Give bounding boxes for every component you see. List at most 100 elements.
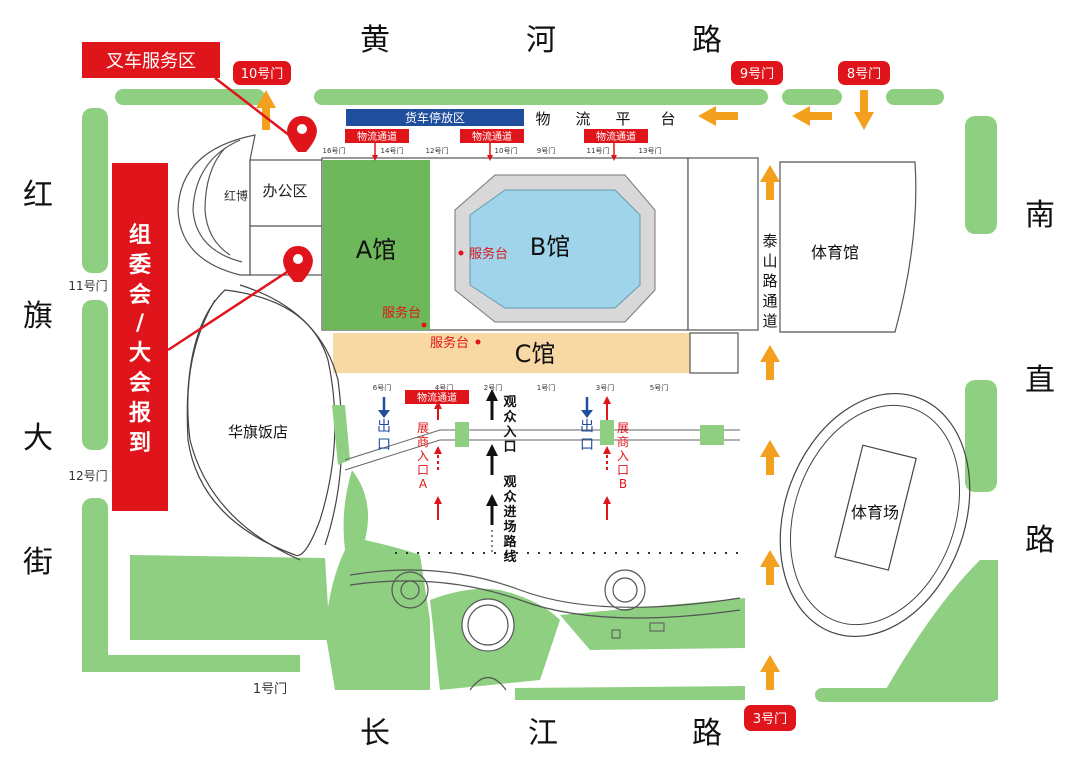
hall-c[interactable] bbox=[333, 333, 690, 373]
hall-b[interactable] bbox=[454, 174, 656, 323]
registration-char-5: 大 bbox=[129, 341, 151, 366]
visitor-route-char-6: 线 bbox=[503, 549, 516, 565]
gate-1-label: 1号门 bbox=[253, 682, 287, 697]
service-dot bbox=[458, 250, 464, 256]
gate-3-label: 3号门 bbox=[753, 712, 787, 727]
door-16: 16号门 bbox=[323, 146, 346, 155]
west-road-char-2: 旗 bbox=[23, 299, 53, 334]
orange-arrows bbox=[256, 90, 874, 690]
taishan-char-4: 通 bbox=[762, 292, 777, 310]
channel-label-3: 物流通道 bbox=[596, 130, 636, 143]
logistics-channel-south bbox=[405, 390, 469, 404]
visitor-entry-char-1: 观 bbox=[503, 395, 516, 410]
service-desk-c: 服务台 bbox=[430, 335, 469, 351]
hongbo-building bbox=[177, 134, 323, 276]
door-6: 6号门 bbox=[373, 383, 391, 392]
door-5: 5号门 bbox=[650, 383, 668, 392]
registration-char-3: 会 bbox=[129, 282, 151, 308]
door-13: 13号门 bbox=[639, 146, 662, 155]
visitor-entry-char-3: 入 bbox=[503, 425, 516, 440]
channel-label-4: 物流通道 bbox=[417, 391, 457, 404]
taishan-channel-block bbox=[687, 157, 759, 331]
south-road-char-1: 长 bbox=[360, 716, 390, 751]
forklift-label: 叉车服务区 bbox=[106, 51, 196, 72]
platform-char-4: 台 bbox=[660, 110, 675, 128]
service-desk-b: 服务台 bbox=[469, 246, 508, 262]
gate-10-label: 10号门 bbox=[241, 67, 284, 82]
gate-11-label: 11号门 bbox=[68, 278, 107, 293]
truck-parking-area[interactable] bbox=[346, 109, 524, 126]
registration-char-6: 会 bbox=[129, 370, 151, 396]
channel-label-1: 物流通道 bbox=[357, 130, 397, 143]
channel-label-2: 物流通道 bbox=[472, 130, 512, 143]
exhibitor-a-char-2: 商 bbox=[417, 434, 429, 449]
registration-char-4: / bbox=[136, 311, 145, 336]
exhibitor-b-char-3: 入 bbox=[617, 449, 629, 463]
truck-parking-label: 货车停放区 bbox=[405, 110, 465, 125]
door-9: 9号门 bbox=[537, 146, 555, 155]
exit-right-char-2: 口 bbox=[580, 437, 594, 453]
door-4: 4号门 bbox=[435, 383, 453, 392]
gate-9-badge[interactable] bbox=[731, 61, 783, 85]
park bbox=[349, 569, 741, 691]
gate-8-badge[interactable] bbox=[838, 61, 890, 85]
visitor-route-char-3: 进 bbox=[503, 505, 516, 520]
north-road-char-1: 黄 bbox=[360, 23, 390, 58]
registration-char-1: 组 bbox=[129, 222, 151, 248]
east-road-char-3: 路 bbox=[1025, 523, 1055, 558]
platform-char-3: 平 bbox=[615, 110, 630, 128]
taishan-char-2: 山 bbox=[762, 252, 777, 270]
exhibitor-a-char-5: A bbox=[419, 477, 428, 491]
visitor-entry-char-4: 口 bbox=[503, 440, 516, 455]
door-2: 2号门 bbox=[484, 383, 502, 392]
taishan-char-5: 道 bbox=[762, 312, 777, 330]
exhibitor-a-char-4: 口 bbox=[417, 463, 429, 477]
south-road-char-2: 江 bbox=[528, 716, 558, 751]
plaza-walkway bbox=[344, 429, 740, 471]
location-pin-icon bbox=[287, 116, 317, 152]
taishan-char-3: 路 bbox=[762, 272, 777, 290]
door-1: 1号门 bbox=[537, 383, 555, 392]
exhibitor-b-char-4: 口 bbox=[617, 463, 629, 477]
logistics-channel-north bbox=[345, 129, 648, 143]
hotel[interactable] bbox=[186, 284, 343, 561]
hall-b-label: B馆 bbox=[530, 233, 570, 261]
location-pin-icon bbox=[283, 246, 313, 282]
hall-a[interactable] bbox=[323, 160, 430, 330]
hall-a-label: A馆 bbox=[356, 236, 396, 264]
registration-callout[interactable] bbox=[112, 163, 168, 511]
gate-9-label: 9号门 bbox=[740, 67, 774, 82]
east-road-char-1: 南 bbox=[1025, 198, 1055, 233]
west-road-char-1: 红 bbox=[23, 178, 53, 213]
exit-left-char-1: 出 bbox=[377, 419, 391, 435]
visitor-entry-char-2: 众 bbox=[503, 409, 516, 425]
stadium-label: 体育场 bbox=[851, 503, 899, 522]
door-12: 12号门 bbox=[426, 146, 449, 155]
exhibitor-a-char-1: 展 bbox=[417, 421, 429, 435]
platform-char-2: 流 bbox=[575, 110, 590, 128]
gate-10-badge[interactable] bbox=[233, 61, 291, 85]
platform-char-1: 物 bbox=[535, 110, 550, 128]
hongbo-label: 红博 bbox=[224, 188, 248, 203]
exhibitor-b-char-1: 展 bbox=[617, 421, 629, 435]
gymnasium[interactable] bbox=[779, 161, 917, 333]
service-desk-a: 服务台 bbox=[382, 305, 421, 321]
gate-8-label: 8号门 bbox=[847, 67, 881, 82]
north-road-char-2: 河 bbox=[526, 23, 556, 58]
exhibitor-b-char-5: B bbox=[619, 477, 627, 491]
visitor-route-char-1: 观 bbox=[503, 475, 516, 490]
forklift-callout[interactable] bbox=[82, 42, 220, 78]
gate-12-label: 12号门 bbox=[68, 468, 107, 483]
visitor-route-char-4: 场 bbox=[503, 520, 516, 535]
north-road-char-3: 路 bbox=[692, 23, 722, 58]
gate-3-badge[interactable] bbox=[744, 705, 796, 731]
visitor-route-char-2: 众 bbox=[503, 489, 516, 505]
gym-label: 体育馆 bbox=[811, 243, 859, 262]
west-road-char-3: 大 bbox=[23, 421, 53, 456]
stadium[interactable] bbox=[748, 367, 1003, 663]
door-3: 3号门 bbox=[596, 383, 614, 392]
exhibitor-a-char-3: 入 bbox=[417, 449, 429, 463]
door-11: 11号门 bbox=[587, 146, 610, 155]
east-road-char-2: 直 bbox=[1025, 363, 1055, 398]
